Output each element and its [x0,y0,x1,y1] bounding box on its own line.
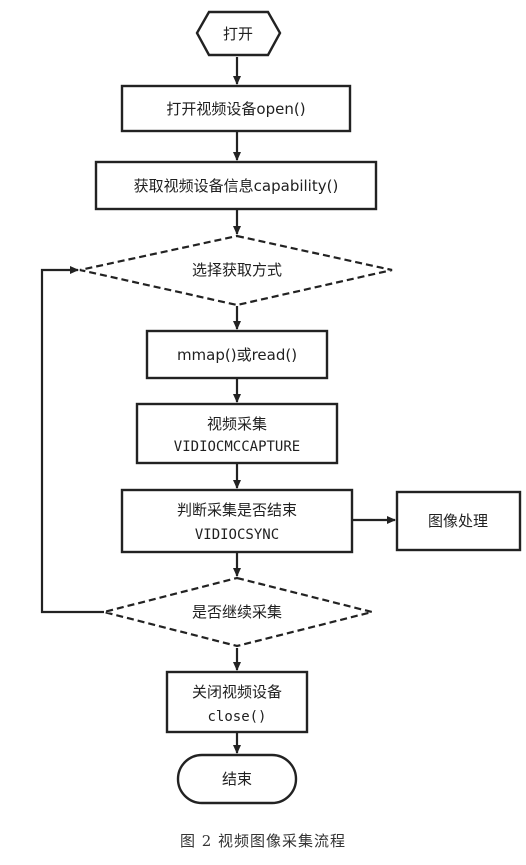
capture-label-line1: 视频采集 [207,415,267,433]
end-label: 结束 [222,770,252,788]
close-device-node: 关闭视频设备 close() [165,670,309,734]
judge-label-line1: 判断采集是否结束 [177,501,297,519]
close-device-label-line2: close() [207,709,266,725]
close-device-label-line1: 关闭视频设备 [192,683,282,701]
start-label: 打开 [223,25,253,43]
image-process-node: 图像处理 [395,490,522,552]
mmap-read-label: mmap()或read() [177,346,297,364]
judge-node: 判断采集是否结束 VIDIOCSYNC [120,488,354,554]
start-node: 打开 [195,10,282,57]
capture-node: 视频采集 VIDIOCMCCAPTURE [135,402,339,465]
open-device-node: 打开视频设备open() [120,84,352,133]
capture-label-line2: VIDIOCMCCAPTURE [174,439,300,455]
image-process-label: 图像处理 [428,512,488,530]
get-info-label: 获取视频设备信息capability() [134,177,339,195]
judge-label-line2: VIDIOCSYNC [195,527,279,543]
continue-label: 是否继续采集 [192,603,282,621]
end-node: 结束 [176,753,298,805]
loop-back-line [40,266,104,614]
choose-method-node: 选择获取方式 [79,234,393,307]
open-device-label: 打开视频设备open() [166,100,305,118]
mmap-read-node: mmap()或read() [145,329,329,380]
connectors [40,57,396,754]
figure-caption: 图 2 视频图像采集流程 [179,832,347,850]
choose-method-label: 选择获取方式 [192,261,282,279]
continue-node: 是否继续采集 [103,576,373,648]
get-info-node: 获取视频设备信息capability() [94,160,378,211]
